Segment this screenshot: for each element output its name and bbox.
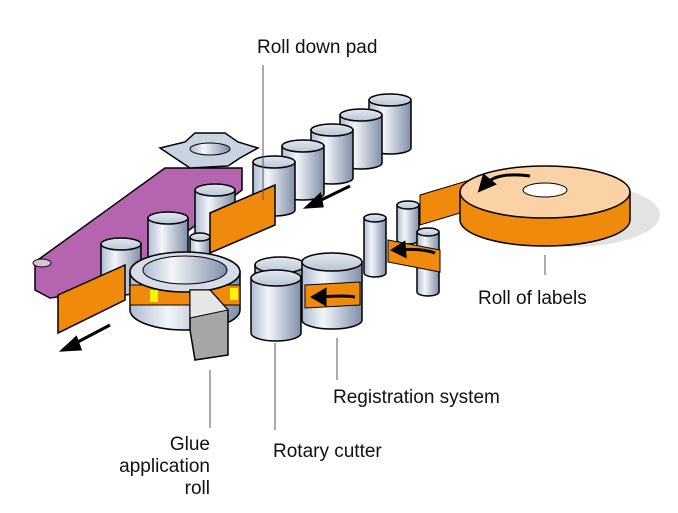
label-outgoing bbox=[57, 263, 126, 335]
label-roll-core bbox=[522, 182, 568, 198]
glue-roll-top bbox=[189, 289, 229, 319]
guide-roller bbox=[363, 213, 387, 278]
arrow-head-icon bbox=[477, 173, 497, 193]
label-roll-of-labels: Roll of labels bbox=[478, 288, 587, 309]
belt-end-icon bbox=[32, 258, 52, 268]
label-line: roll bbox=[184, 478, 210, 499]
glue-strip bbox=[230, 288, 238, 300]
label-roll-down-pad: Roll down pad bbox=[257, 37, 378, 58]
arrow-head-icon bbox=[58, 335, 83, 352]
arrow-head-icon bbox=[302, 192, 324, 209]
label-line: Glue bbox=[169, 434, 210, 455]
rotary-cutter-drum bbox=[250, 269, 302, 342]
arrow-head-icon bbox=[389, 240, 407, 259]
star-wheel-hub bbox=[189, 142, 231, 156]
glue-strip bbox=[150, 290, 158, 302]
arrow-head-icon bbox=[310, 287, 327, 307]
label-registration-system: Registration system bbox=[333, 387, 500, 408]
guide-roller bbox=[396, 200, 420, 245]
label-rotary-cutter: Rotary cutter bbox=[273, 441, 382, 462]
label-pad bbox=[209, 183, 276, 255]
label-glue-application-roll: Glue application roll bbox=[100, 434, 210, 500]
turret-hole bbox=[142, 255, 228, 285]
label-line: application bbox=[119, 456, 210, 477]
